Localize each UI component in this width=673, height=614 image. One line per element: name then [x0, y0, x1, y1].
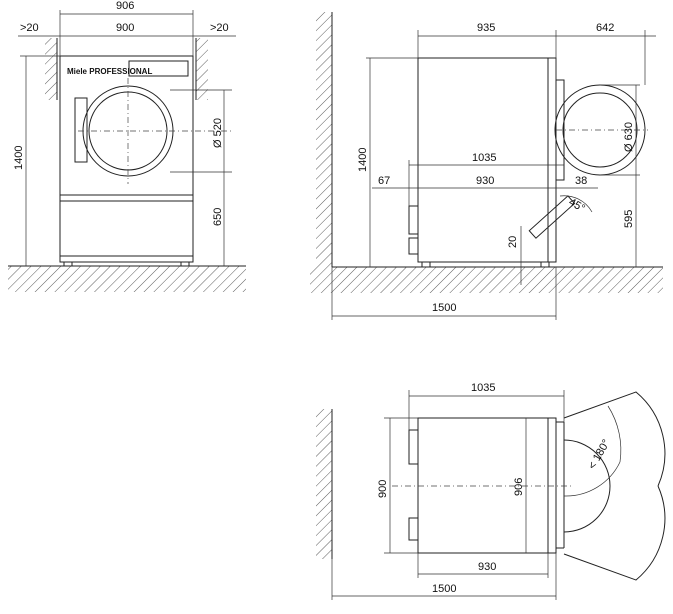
- top-rear-connection: [408, 429, 419, 465]
- front-floor-hatch: [8, 266, 246, 292]
- top-door-angle-label: < 180°: [586, 438, 613, 472]
- top-wall: [316, 409, 332, 559]
- side-floor-hatch: [310, 267, 663, 293]
- front-wall-left: [45, 38, 57, 100]
- front-width-body-label: 900: [116, 22, 134, 34]
- side-height-label: 1400: [357, 148, 369, 172]
- front-machine-body: [59, 55, 194, 263]
- control-panel: [128, 60, 189, 77]
- side-depth-body-label: 935: [477, 22, 495, 34]
- side-depth-door-label: 1035: [472, 152, 496, 164]
- top-machine-body: [417, 417, 557, 554]
- side-angle-label: 45°: [567, 196, 587, 215]
- top-door-swing-lower: [563, 485, 666, 581]
- side-rear-offset-label: 67: [378, 175, 390, 187]
- top-width-total-label: 906: [513, 478, 525, 496]
- side-door-diameter-label: Ø 630: [623, 122, 635, 152]
- brand-logo: Miele PROFESSIONAL: [67, 67, 152, 76]
- front-gap-right-label: >20: [210, 22, 229, 34]
- side-filter-flap: [528, 195, 576, 239]
- front-view: Miele PROFESSIONAL Ø 520 650 1400 906 90…: [8, 0, 246, 292]
- front-height-label: 1400: [13, 146, 25, 170]
- side-floor-length-label: 1500: [432, 302, 456, 314]
- side-view: 935 642 1400 1035 67 930 38 Ø 630 595 45…: [310, 12, 663, 320]
- side-door-height-label: 595: [623, 210, 635, 228]
- front-door-diameter-label: Ø 520: [212, 118, 224, 148]
- side-door-swing-label: 642: [596, 22, 614, 34]
- side-foot-height-label: 20: [507, 236, 519, 248]
- top-width-body-label: 900: [377, 480, 389, 498]
- top-floor-length-label: 1500: [432, 583, 456, 595]
- side-front-offset-label: 38: [575, 175, 587, 187]
- side-depth-inner-label: 930: [476, 175, 494, 187]
- front-width-total-label: 906: [116, 0, 134, 12]
- front-door-height-label: 650: [212, 208, 224, 226]
- top-depth-door-label: 1035: [471, 382, 495, 394]
- top-view: < 180° 1035 900 906 930 1500: [316, 382, 666, 600]
- front-wall-right: [196, 38, 208, 100]
- side-wall: [316, 12, 332, 267]
- front-gap-left-label: >20: [20, 22, 39, 34]
- top-door-swing-upper: [563, 391, 666, 487]
- side-rear-connection: [408, 205, 419, 235]
- top-depth-inner-label: 930: [478, 561, 496, 573]
